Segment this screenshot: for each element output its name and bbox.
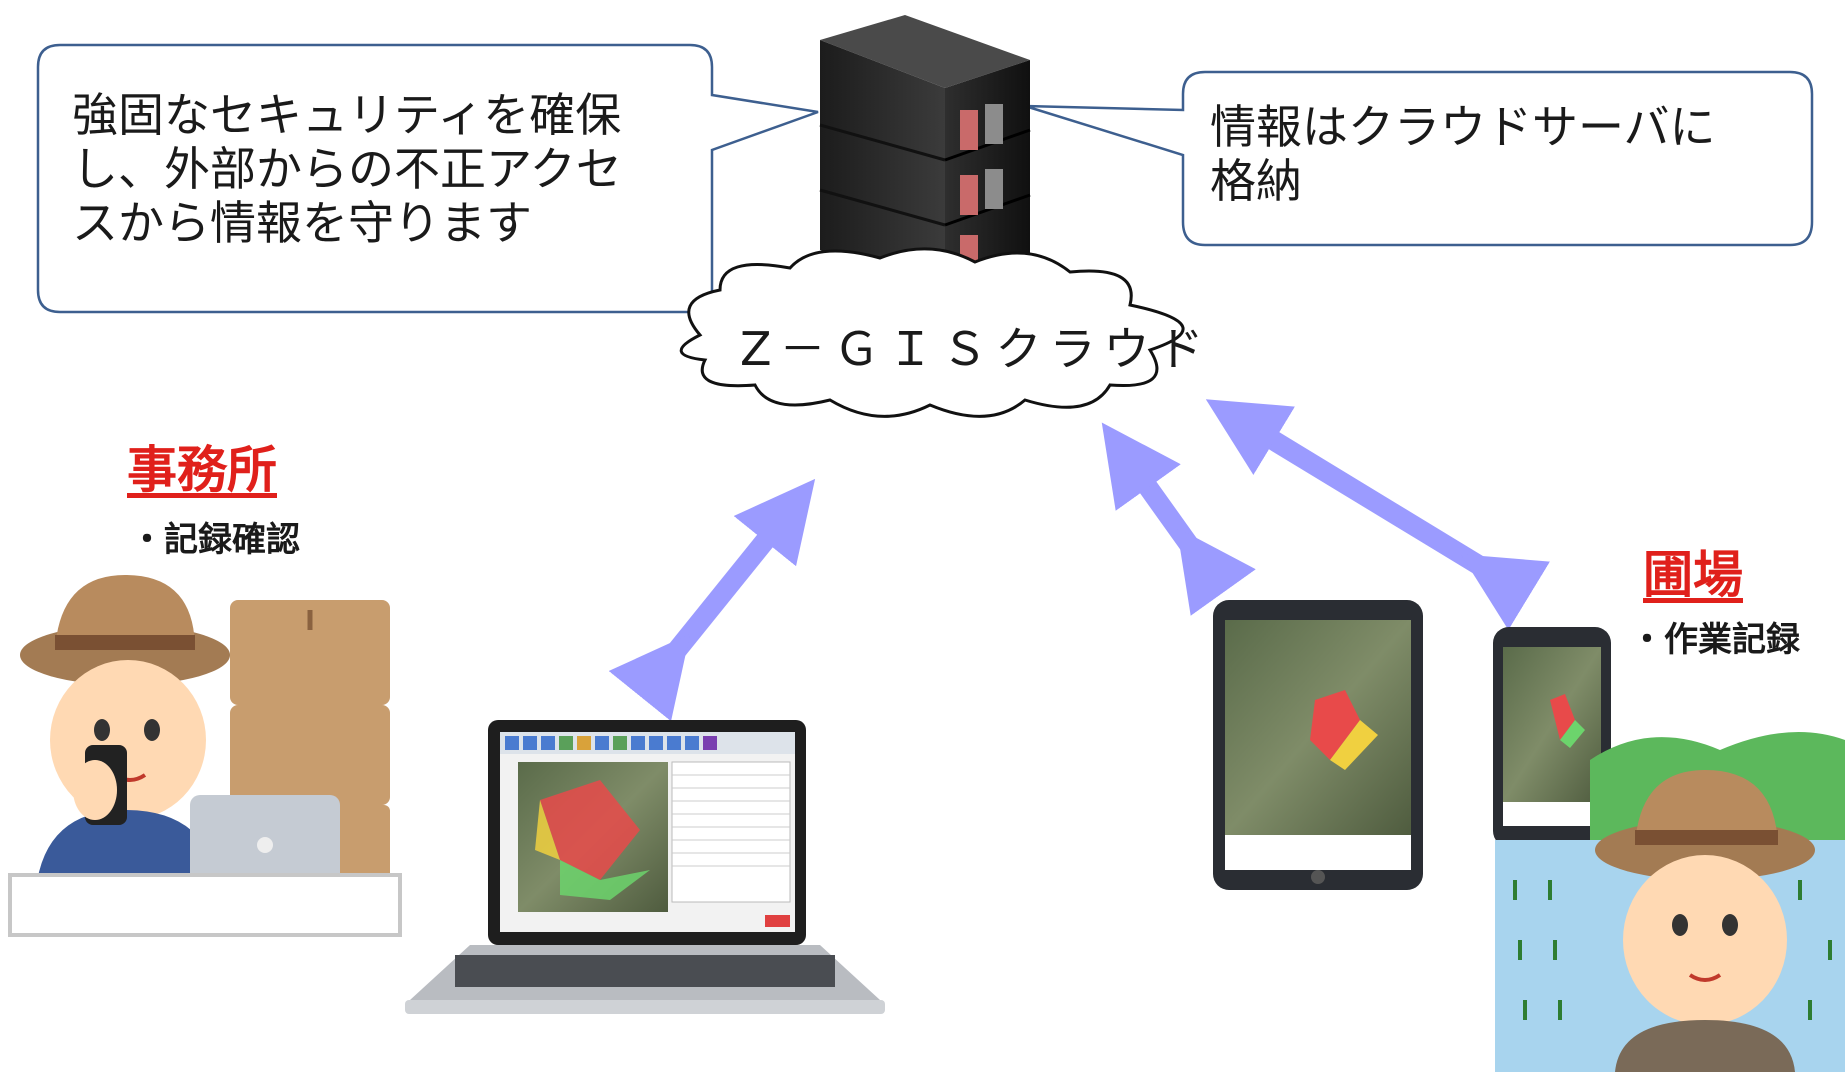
arrow-laptop-cloud [608,478,816,722]
field-title: 圃場 [1643,546,1743,604]
sync-arrows [608,399,1550,722]
cloud-label: Z－ＧＩＳクラウド [740,322,1212,376]
arrow-phone-cloud [1205,399,1550,630]
office-worker-illustration [8,575,402,937]
field-bullet: ・作業記録 [1630,620,1800,660]
arrow-tablet-cloud [1101,422,1256,616]
security-callout: 強固なセキュリティを確保 し、外部からの不正アクセ スから情報を守ります [72,88,702,250]
storage-callout-bubble [1024,70,1814,247]
cloud-shape [679,247,1185,418]
office-bullet: ・記録確認 [130,520,300,560]
phone-illustration [1493,627,1611,847]
security-callout-line-1: 強固なセキュリティを確保 [72,88,622,142]
storage-callout-line-1: 情報はクラウドサーバに [1210,100,1716,154]
laptop-illustration [405,720,885,1014]
field-worker-illustration [1495,732,1845,1072]
storage-callout-line-2: 格納 [1210,154,1302,208]
security-callout-line-3: スから情報を守ります [72,196,532,250]
security-callout-line-2: し、外部からの不正アクセ [72,142,622,196]
storage-callout: 情報はクラウドサーバに 格納 [1210,100,1810,208]
server-icon [819,15,1031,285]
office-title: 事務所 [127,441,277,499]
tablet-illustration [1213,600,1423,890]
